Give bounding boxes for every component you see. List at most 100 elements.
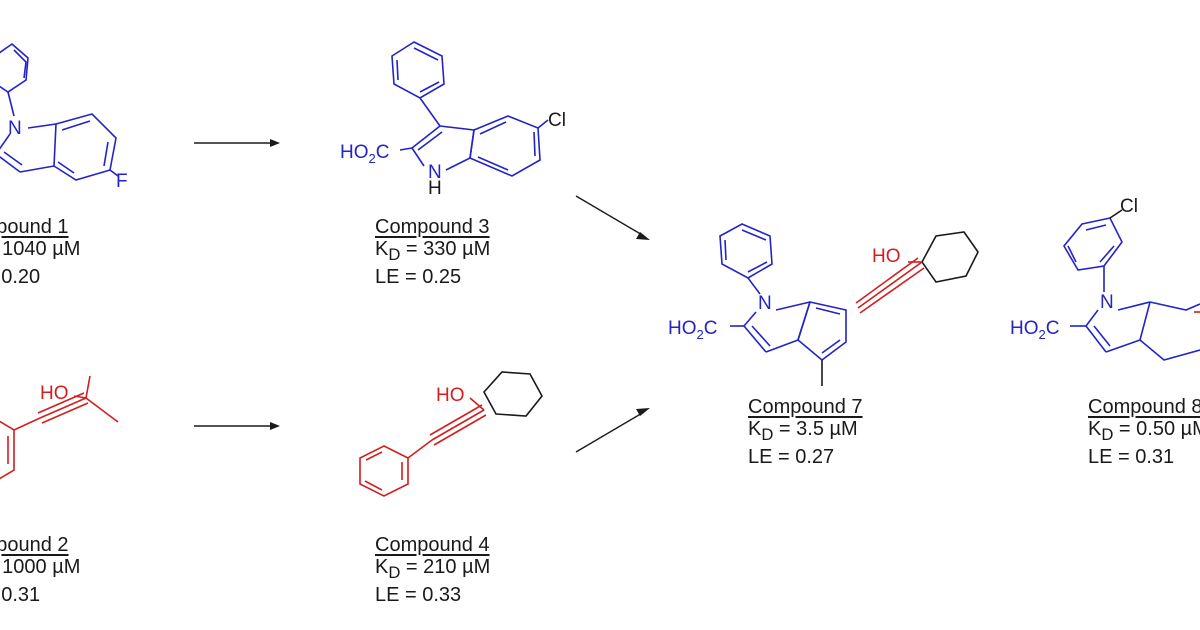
compound-1-nitrogen: N: [8, 118, 22, 139]
c3-c3a: [1105, 339, 1141, 353]
compound-2-tertiary-carbon: [73, 375, 119, 423]
phenyl-double-2: [364, 480, 383, 491]
le-value: LE = 0.33: [375, 584, 462, 606]
c3-c3a-bond: [19, 165, 55, 173]
n-c2: [1085, 309, 1099, 327]
phenyl-double-2: [419, 81, 440, 93]
phenyl-double-1: [1085, 224, 1107, 231]
alkyne-bond-1: [39, 397, 87, 419]
aryl-alkyne-bond: [13, 417, 41, 431]
benzo-double-1: [479, 121, 507, 135]
c-f-bond: [109, 169, 119, 177]
compound-1-fluorine: F: [116, 171, 128, 192]
le-value: LE = 0.27: [748, 446, 835, 468]
kd-value: KD = 3.5 µM: [748, 418, 858, 444]
compound-7-cyclohexyl: [921, 231, 979, 283]
compound-7-hydroxyl: HO: [872, 246, 901, 267]
le-value: LE = 0.25: [375, 266, 462, 288]
phenyl-double-2: [1099, 245, 1115, 263]
c2-c3: [1085, 325, 1107, 353]
compound-4-cyclohexyl: [483, 371, 543, 417]
compound-2-structure: [0, 392, 89, 480]
compound-7-structure: [719, 223, 847, 362]
kd-value: KD = 0.50 µM: [1088, 418, 1200, 444]
compound-name: Compound 8: [1088, 396, 1200, 418]
n-c2: [743, 311, 757, 327]
compound-7-caption: Compound 7 KD = 3.5 µM LE = 0.27: [748, 396, 863, 468]
compound-7-alkyne: [855, 257, 925, 314]
compound-3-nh-nitrogen: N: [428, 162, 442, 183]
benzo-double-2: [533, 131, 536, 157]
compound-3-acid: HO2C: [340, 142, 389, 166]
compound-1-caption: Compound 1 KD = 1040 µM LE = 0.20: [0, 216, 80, 288]
c2-c3: [743, 325, 767, 353]
benzo-ring-partial-2: [1139, 339, 1200, 361]
arrows: [194, 139, 650, 453]
compound-3-structure: [391, 41, 549, 177]
compound-4-caption: Compound 4 KD = 210 µM LE = 0.33: [375, 534, 490, 606]
compound-3-caption: Compound 3 KD = 330 µM LE = 0.25: [375, 216, 490, 288]
compound-3-chlorine: Cl: [548, 110, 566, 131]
phenyl-ring: [359, 445, 409, 497]
le-value: LE = 0.20: [0, 266, 41, 288]
c2-n1: [411, 147, 425, 167]
compound-name: Compound 7: [748, 396, 863, 418]
compound-name: Compound 4: [375, 534, 490, 556]
cyclohexane-ring: [483, 371, 543, 417]
compound-8-caption: Compound 8 KD = 0.50 µM LE = 0.31: [1088, 396, 1200, 468]
compound-8-c-cl-bond: [1109, 209, 1123, 219]
phenyl-ring: [0, 420, 15, 480]
benzo-double-3: [57, 161, 75, 174]
compound-2-hydroxyl: HO: [40, 383, 69, 404]
n-c2-bond: [0, 133, 11, 150]
benzo-ring-partial: [1149, 301, 1200, 311]
benzo-double-1: [61, 120, 91, 131]
compound-4-structure: [359, 397, 487, 497]
compound-1-structure: [0, 42, 119, 181]
compound-7-nitrogen: N: [758, 293, 772, 314]
kd-value: KD = 1040 µM: [0, 238, 81, 260]
kd-value: KD = 210 µM: [375, 556, 491, 582]
n-c7a: [1117, 301, 1151, 311]
c3-phenyl-bond: [419, 97, 441, 127]
n-phenyl-bond: [747, 277, 761, 295]
arrow-compound-3-to-7: [575, 195, 650, 240]
c-oh-bond: [469, 397, 485, 411]
c-cl-bond: [537, 119, 549, 129]
benzo-ring: [797, 301, 847, 362]
n-phenyl-bond: [7, 91, 15, 117]
chlorophenyl-ring: [1063, 217, 1123, 271]
compound-8-nitrogen: N: [1100, 292, 1114, 313]
n-c7a-bond: [27, 123, 57, 129]
phenyl-double-3: [724, 239, 727, 261]
compound-8-chlorine: Cl: [1120, 196, 1138, 217]
acid-bond: [399, 147, 413, 151]
kd-value: KD = 330 µM: [375, 238, 491, 264]
n-c7a: [775, 301, 811, 311]
alkyne-bond-2: [429, 404, 483, 436]
alkyne-bond-1: [431, 409, 485, 441]
alkyne-bond-3: [433, 414, 487, 446]
compound-name: Compound 1: [0, 216, 69, 238]
c2-c3-double: [417, 131, 443, 151]
phenyl-inner: [13, 49, 27, 79]
arrow-compound-1-to-3: [194, 139, 280, 147]
arrow-compound-4-to-7: [575, 408, 650, 453]
phenyl-double-1: [413, 47, 439, 61]
c3a-c7a: [1139, 301, 1151, 341]
cyclohexane-ring: [921, 231, 979, 283]
benzo-double-1: [815, 307, 841, 315]
phenyl-ring: [0, 42, 29, 93]
c2-c3-bond: [0, 156, 21, 173]
c2-c3-double: [1093, 325, 1111, 347]
le-value: LE = 0.31: [1088, 446, 1175, 468]
c3-c3a: [439, 125, 475, 131]
benzo-ring: [469, 115, 541, 177]
c3-c3a: [765, 339, 799, 353]
phenyl-double-2: [747, 261, 768, 273]
n1-c7a: [445, 157, 471, 171]
compound-3-nh-hydrogen: H: [428, 178, 442, 199]
phenyl-double-3: [365, 451, 383, 461]
compound-7-acid: HO2C: [668, 318, 717, 342]
